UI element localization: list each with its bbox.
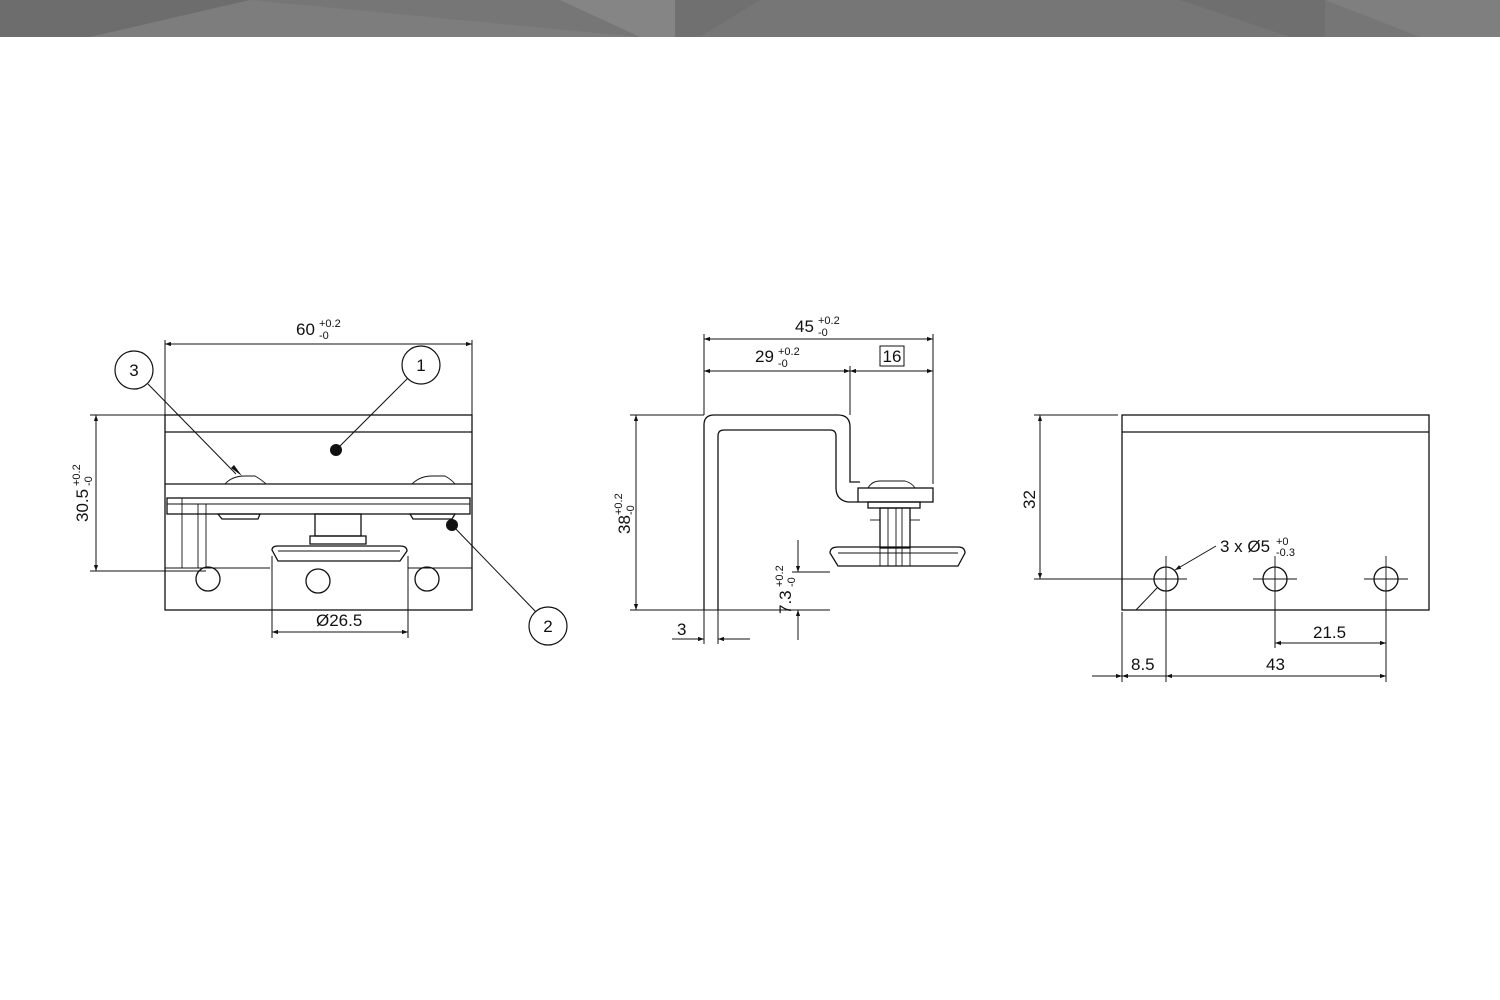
front-view-outline <box>164 414 473 611</box>
side-roller-height-dimension: 7.3 +0.2 -0 <box>704 540 830 640</box>
header-banner <box>0 0 1500 37</box>
rear-pitch-dimension: 21.5 <box>1274 600 1387 682</box>
hole-note: 3 x Ø5 +0 -0.3 <box>1135 536 1295 611</box>
front-height-tol-upper: +0.2 <box>71 464 83 486</box>
boxed-reference-value: 16 <box>883 347 902 366</box>
rear-pitch-value: 21.5 <box>1313 623 1346 642</box>
boxed-reference-frame <box>879 345 905 367</box>
rear-edge-value: 8.5 <box>1131 655 1155 674</box>
side-offset-value: 29 <box>755 347 774 366</box>
side-width-value: 45 <box>795 317 814 336</box>
hole-note-tol-lower: -0.3 <box>1276 547 1295 559</box>
side-view-outline <box>703 414 966 611</box>
rear-height-value: 32 <box>1020 490 1039 509</box>
hole-note-tol-upper: +0 <box>1276 536 1289 548</box>
side-offset-dimension: 29 +0.2 -0 16 <box>704 345 933 415</box>
rear-span-value: 43 <box>1266 655 1285 674</box>
front-width-tol-upper: +0.2 <box>319 318 341 330</box>
front-width-dimension: 60 +0.2 -0 <box>164 318 473 415</box>
side-thickness-value: 3 <box>677 620 686 639</box>
front-height-value: 30.5 <box>73 489 92 522</box>
rear-view-outline <box>1121 414 1430 611</box>
side-height-dimension: 38 +0.2 -0 <box>613 414 704 611</box>
side-height-value: 38 <box>615 515 634 534</box>
front-height-dimension: 30.5 +0.2 -0 <box>71 414 206 572</box>
side-thickness-dimension: 3 <box>672 610 750 644</box>
callout-3: 3 <box>114 350 237 475</box>
side-height-tol-upper: +0.2 <box>613 493 625 515</box>
side-offset-tol-lower: -0 <box>778 358 788 370</box>
callout-1-label: 1 <box>416 356 425 375</box>
callout-3-label: 3 <box>129 361 138 380</box>
callout-2-label: 2 <box>543 617 552 636</box>
side-view: 45 +0.2 -0 29 +0.2 -0 16 38 +0.2 -0 <box>613 315 966 644</box>
rear-bottom-dimensions: 8.5 43 <box>1092 600 1386 682</box>
front-width-value: 60 <box>296 320 315 339</box>
rear-height-dimension: 32 <box>1020 414 1145 580</box>
front-width-tol-lower: -0 <box>319 330 329 342</box>
side-roller-height-value: 7.3 <box>776 590 795 614</box>
callout-1: 1 <box>335 345 441 451</box>
side-width-dimension: 45 +0.2 -0 <box>703 315 934 484</box>
front-height-tol-lower: -0 <box>83 476 95 486</box>
rear-view: 32 3 x Ø5 +0 -0.3 21.5 8.5 43 <box>1020 414 1430 682</box>
callout-2: 2 <box>451 524 568 646</box>
side-height-tol-lower: -0 <box>625 505 637 515</box>
roller-diameter-value: Ø26.5 <box>316 611 362 630</box>
roller-diameter-dimension: Ø26.5 <box>271 556 409 638</box>
side-offset-tol-upper: +0.2 <box>778 346 800 358</box>
hole-note-text: 3 x Ø5 <box>1220 537 1270 556</box>
side-roller-height-tol-upper: +0.2 <box>774 565 786 587</box>
side-width-tol-lower: -0 <box>818 327 828 339</box>
side-width-tol-upper: +0.2 <box>818 315 840 327</box>
side-roller-height-tol-lower: -0 <box>786 577 798 587</box>
front-view: 60 +0.2 -0 30.5 +0.2 -0 Ø26.5 1 <box>71 318 568 646</box>
